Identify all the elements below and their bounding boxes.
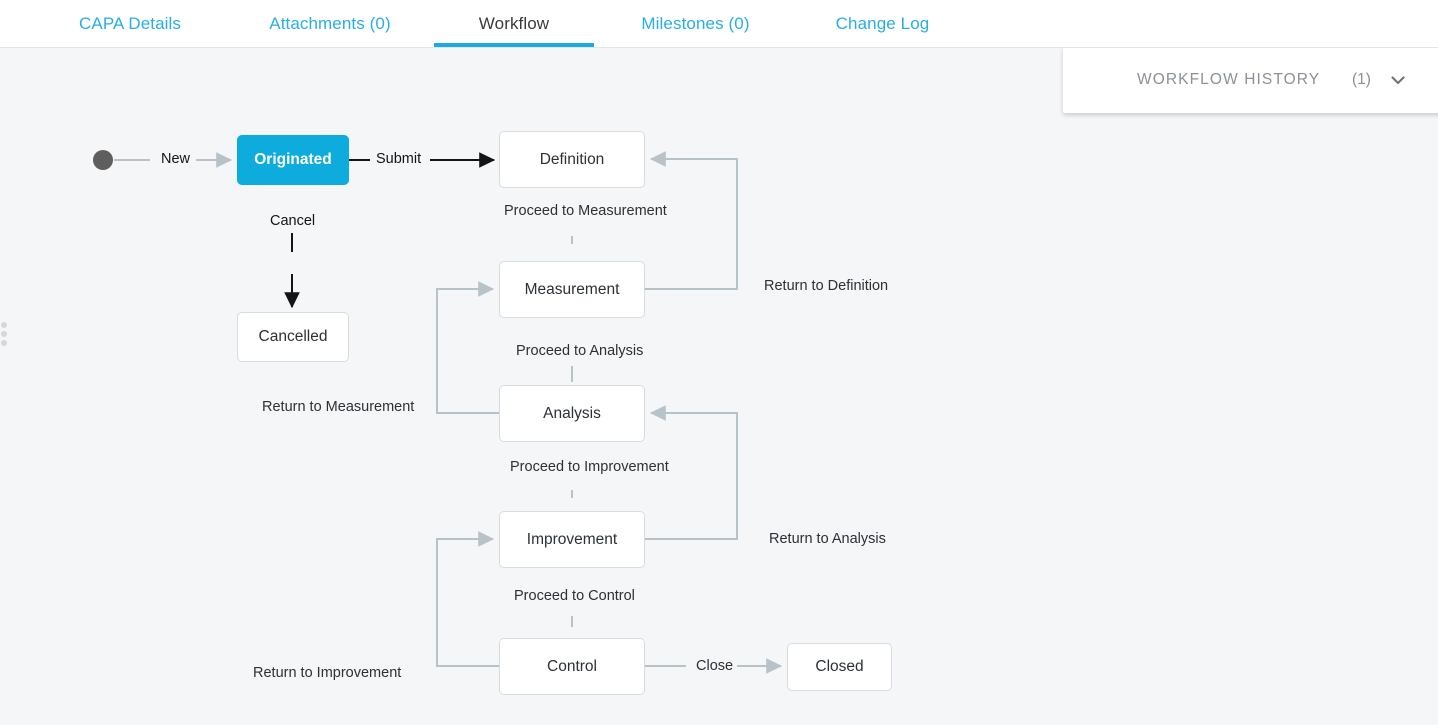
node-definition[interactable]: Definition <box>499 131 645 188</box>
node-control[interactable]: Control <box>499 638 645 695</box>
edge-label-new: New <box>157 151 195 167</box>
edge-label-cancel: Cancel <box>266 213 320 229</box>
tab-label: CAPA Details <box>79 13 181 33</box>
drag-dot <box>1 322 7 328</box>
tab-label: Change Log <box>835 13 930 33</box>
tab-label: Milestones (0) <box>641 13 750 33</box>
edge-label-return-to-analysis: Return to Analysis <box>765 531 890 547</box>
edge-label-proceed-to-control: Proceed to Control <box>510 588 639 604</box>
tab-label: Workflow <box>478 13 550 33</box>
node-label: Control <box>547 657 597 675</box>
drag-dot <box>1 340 7 346</box>
edge-label-proceed-to-improvement: Proceed to Improvement <box>506 459 673 475</box>
tab-capa-details[interactable]: CAPA Details <box>60 0 200 47</box>
wire-return-to-measurement <box>436 281 499 414</box>
tab-label: Attachments (0) <box>269 13 391 33</box>
node-label: Originated <box>254 151 332 168</box>
workflow-history-panel[interactable]: WORKFLOW HISTORY (1) <box>1063 47 1438 113</box>
edge-label-return-to-definition: Return to Definition <box>760 278 893 294</box>
tab-milestones[interactable]: Milestones (0) <box>618 0 773 47</box>
tab-bar: CAPA Details Attachments (0) Workflow Mi… <box>0 0 1438 48</box>
wire-return-to-definition <box>645 151 738 290</box>
node-closed[interactable]: Closed <box>787 643 892 691</box>
node-label: Improvement <box>526 530 618 548</box>
drag-dot <box>1 331 7 337</box>
workflow-history-title: WORKFLOW HISTORY <box>1137 71 1321 88</box>
edge-label-proceed-to-measurement: Proceed to Measurement <box>500 203 671 219</box>
edge-label-submit: Submit <box>372 151 426 167</box>
workflow-connectors <box>114 151 783 682</box>
edge-label-return-to-improvement: Return to Improvement <box>249 665 406 681</box>
wire-return-to-analysis <box>645 405 738 540</box>
edge-label-proceed-to-analysis: Proceed to Analysis <box>512 343 648 359</box>
node-label: Definition <box>539 150 605 168</box>
wire-return-to-improvement <box>436 531 499 667</box>
drag-dots-icon[interactable] <box>1 322 11 346</box>
edge-label-return-to-measurement: Return to Measurement <box>258 399 419 415</box>
node-label: Closed <box>815 658 864 675</box>
node-originated[interactable]: Originated <box>237 135 349 185</box>
node-label: Analysis <box>543 404 601 422</box>
workflow-history-count: (1) <box>1352 71 1371 88</box>
node-analysis[interactable]: Analysis <box>499 385 645 442</box>
node-cancelled[interactable]: Cancelled <box>237 312 349 362</box>
chevron-down-icon[interactable] <box>1389 71 1407 89</box>
node-label: Measurement <box>524 280 620 298</box>
tab-active-underline <box>434 43 594 47</box>
node-measurement[interactable]: Measurement <box>499 261 645 318</box>
tab-workflow[interactable]: Workflow <box>434 0 594 47</box>
workflow-diagram: Originated Cancelled Definition Measurem… <box>0 48 1438 725</box>
node-improvement[interactable]: Improvement <box>499 511 645 568</box>
workflow-start-node[interactable] <box>93 150 113 170</box>
tab-change-log[interactable]: Change Log <box>810 0 955 47</box>
tab-attachments[interactable]: Attachments (0) <box>245 0 415 47</box>
edge-label-close: Close <box>692 658 738 674</box>
node-label: Cancelled <box>258 328 328 345</box>
